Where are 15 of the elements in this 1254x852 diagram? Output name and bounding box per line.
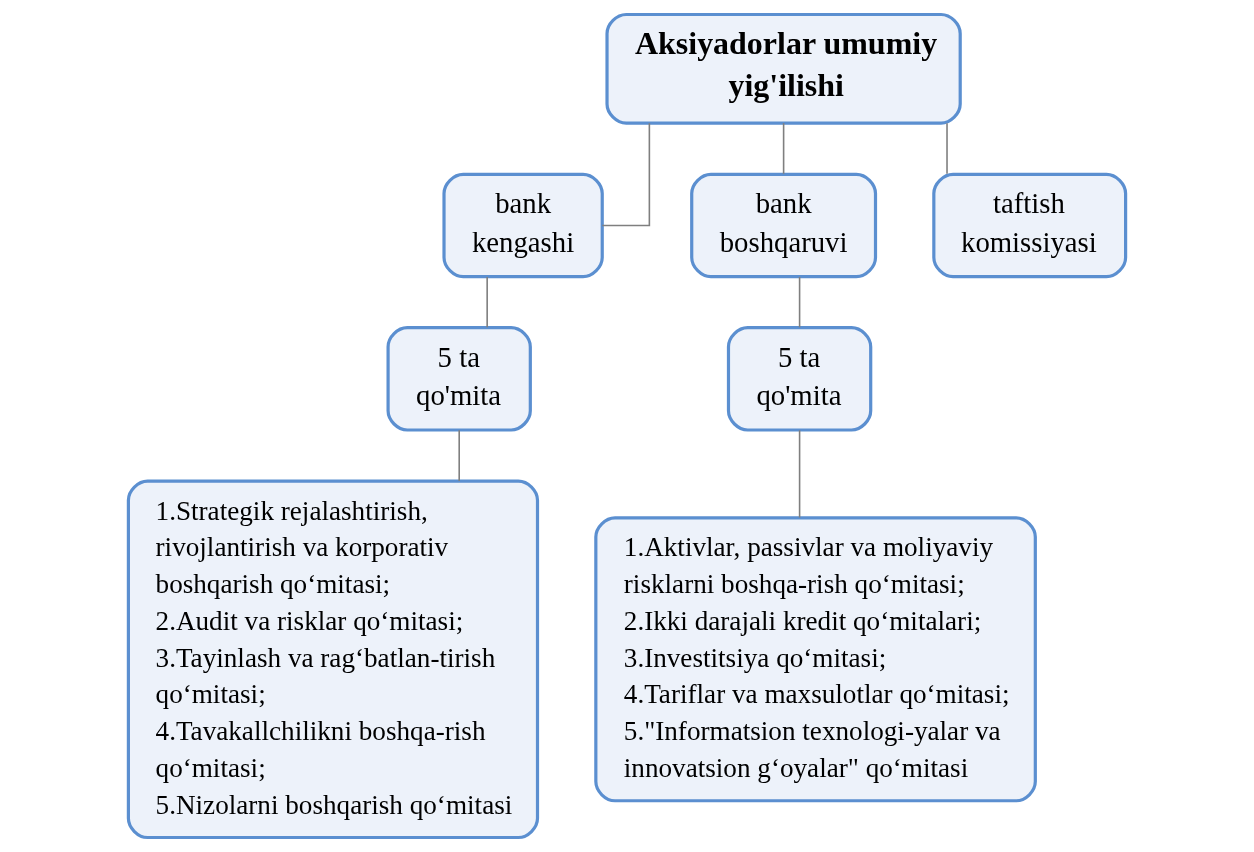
node-box: 5 ta qo'mita xyxy=(726,326,873,432)
node-box: 5 ta qo'mita xyxy=(386,326,532,432)
node-box: 1.Strategik rejalashtirish, rivojlantirish va korporativ boshqarish qo‘mitasi; 2.Audit va risklar qo‘mitasi; 3.Tayinlash va rag‘batlan-tirish qo‘mitasi; 4.Tavakallchilikni boshqa-rish qo‘mitasi; 5.Nizolarni boshqarish qo‘mitasi xyxy=(126,479,540,840)
node-box: Aksiyadorlar umumiy yig'ilishi xyxy=(605,12,962,125)
connector xyxy=(601,122,651,227)
node-box: taftish komissiyasi xyxy=(932,172,1128,279)
connector xyxy=(946,122,948,175)
connector xyxy=(458,429,460,482)
node-box: bank kengashi xyxy=(442,172,604,279)
connector xyxy=(798,429,801,519)
node-box: bank boshqaruvi xyxy=(690,172,878,279)
connector xyxy=(782,122,785,175)
node-box: 1.Aktivlar, passivlar va moliyaviy risklarni boshqa-rish qo‘mitasi; 2.Ikki darajali kredit qo‘mitalari; 3.Investitsiya qo‘mitasi; 4.Tariflar va maxsulotlar qo‘mitasi; 5."Informatsion texnologi-yalar va innovatsion g‘oyalar" qo‘mitasi xyxy=(594,516,1037,803)
connector xyxy=(798,276,801,329)
connector xyxy=(486,276,488,329)
